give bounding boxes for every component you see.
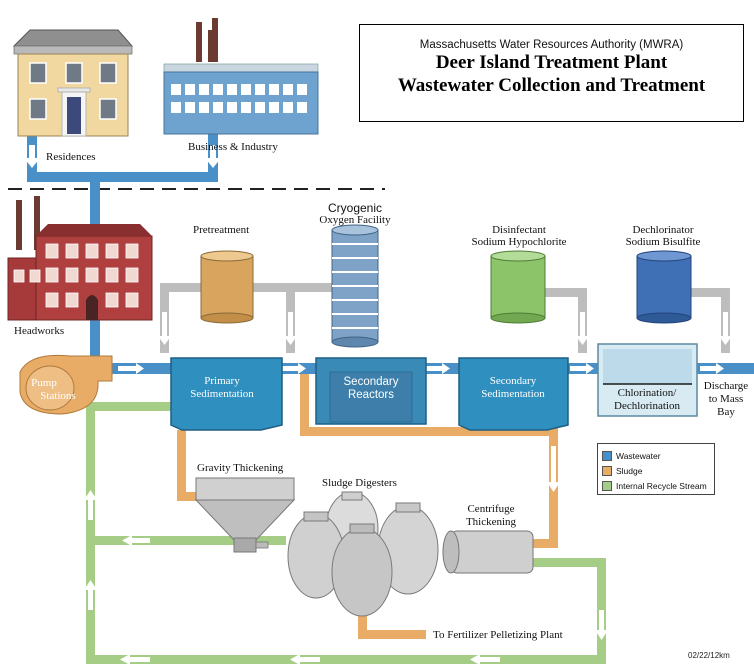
recycle-arrows (84, 490, 608, 665)
legend-swatch-wastewater (602, 450, 612, 461)
centrifuge-thickener (442, 530, 534, 574)
sludge-down-arrow (547, 446, 560, 492)
discharge-label-3: Bay (717, 406, 735, 418)
secondary-sed-label-1: Secondary (490, 375, 537, 387)
discharge-label-1: Discharge (704, 380, 749, 392)
primary-sed-label-1: Primary (204, 375, 240, 387)
sludge-digesters-label: Sludge Digesters (322, 477, 397, 489)
dechlorinator-label-1: Dechlorinator (632, 224, 693, 236)
secondary-sed-label-2: Sedimentation (481, 388, 545, 400)
legend: Wastewater Sludge Internal Recycle Strea… (597, 443, 715, 495)
disinfectant-tank (490, 250, 546, 324)
dechlorinator-tank (636, 250, 692, 324)
secondary-reactors-label-2: Reactors (348, 389, 394, 401)
business-label: Business & Industry (188, 141, 278, 153)
legend-label-sludge: Sludge (616, 465, 643, 476)
residences-building (12, 29, 134, 137)
business-industry-building (163, 18, 319, 135)
legend-swatch-sludge (602, 465, 612, 476)
disinfectant-label-2: Sodium Hypochlorite (471, 236, 566, 248)
legend-label-recycle: Internal Recycle Stream (616, 480, 707, 491)
centrifuge-label-1: Centrifuge (467, 503, 514, 515)
secondary-sedimentation-tank (458, 357, 569, 431)
title-line-2: Wastewater Collection and Treatment (397, 75, 706, 96)
gravity-thickener (194, 477, 296, 553)
centrifuge-label-2: Thickening (466, 516, 517, 528)
headworks-label: Headworks (14, 325, 64, 337)
date-stamp: 02/22/12km (688, 651, 730, 660)
organization-name: Massachusetts Water Resources Authority … (419, 39, 684, 51)
headworks-building (7, 196, 153, 321)
pump-label-1: Pump (31, 377, 57, 389)
pretreatment-arrows (158, 312, 732, 345)
primary-sed-label-2: Sedimentation (190, 388, 254, 400)
primary-sedimentation-tank (170, 357, 283, 431)
residences-label: Residences (46, 151, 95, 163)
title-box: Massachusetts Water Resources Authority … (359, 24, 744, 122)
discharge-label-2: to Mass (709, 393, 744, 405)
sludge-digesters (287, 491, 439, 617)
title-line-1: Deer Island Treatment Plant (435, 52, 668, 73)
cryogenic-label-1: Cryogenic (328, 201, 382, 215)
cryogenic-oxygen-tank (331, 224, 379, 348)
legend-item-wastewater: Wastewater (602, 448, 710, 463)
cryogenic-label-2: Oxygen Facility (319, 214, 391, 226)
residences-down-arrow (24, 145, 40, 168)
legend-item-recycle: Internal Recycle Stream (602, 478, 710, 493)
gravity-thickening-label: Gravity Thickening (197, 462, 284, 474)
secondary-reactors-label-1: Secondary (344, 376, 399, 388)
pump-station (19, 354, 113, 415)
business-down-arrow (205, 145, 221, 168)
pretreatment-tank (200, 250, 254, 324)
chlorination-tank (597, 343, 698, 417)
chlorination-label-2: Dechlorination (614, 400, 680, 412)
legend-label-wastewater: Wastewater (616, 450, 661, 461)
disinfectant-label-1: Disinfectant (492, 224, 546, 236)
legend-swatch-recycle (602, 480, 612, 491)
secondary-reactors-tank (315, 357, 427, 425)
fertilizer-label: To Fertilizer Pelletizing Plant (433, 629, 563, 641)
legend-item-sludge: Sludge (602, 463, 710, 478)
dechlorinator-label-2: Sodium Bisulfite (626, 236, 701, 248)
pump-label-2: Stations (40, 390, 75, 402)
pretreatment-label: Pretreatment (193, 224, 249, 236)
main-flow-arrows (118, 363, 724, 374)
chlorination-label-1: Chlorination/ (618, 387, 678, 399)
